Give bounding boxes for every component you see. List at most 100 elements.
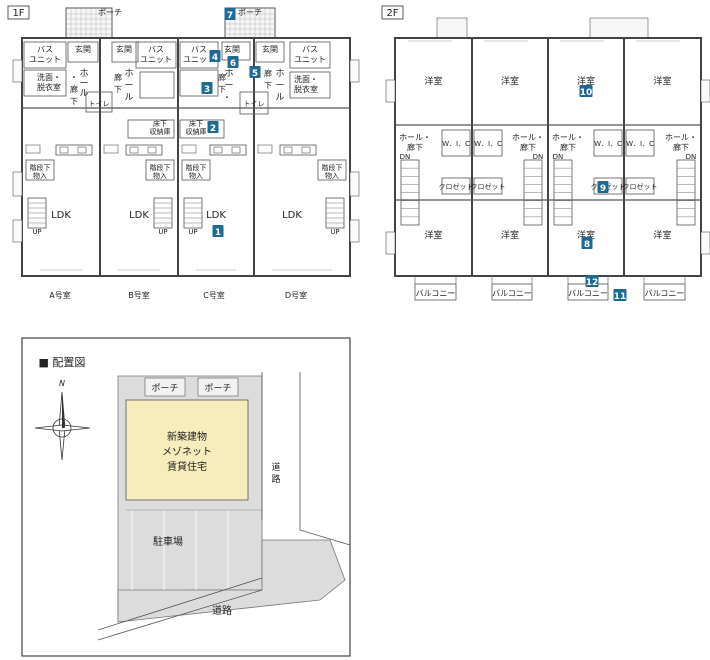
photo-marker-7: 7	[224, 8, 236, 21]
unit-b-rooms: 玄関バスユニット廊下ホール床下収納庫	[111, 41, 177, 139]
stairs-up-label: UP	[158, 228, 167, 236]
kitchen-sink	[283, 146, 293, 154]
marker-box	[212, 225, 224, 237]
marker-box	[224, 8, 236, 20]
closet-label: クロゼット	[471, 182, 506, 191]
wic-room	[593, 129, 623, 157]
hall-label: ・	[70, 73, 78, 82]
stairs-up-label: UP	[330, 228, 339, 236]
western-room-label: 洋室	[653, 75, 671, 87]
under-stairs-storage	[181, 159, 211, 181]
bath-unit	[23, 41, 67, 69]
unit-stairs	[153, 197, 173, 229]
balcony-label: バルコニー	[568, 289, 608, 298]
closet-label: クロゼット	[439, 182, 474, 191]
marker-number: 1	[215, 228, 221, 238]
photo-marker-9: 9	[597, 181, 609, 194]
roof-vent	[436, 17, 468, 39]
side-window	[700, 79, 710, 103]
under-stairs-storage	[317, 159, 347, 181]
under-stairs-label: 物入	[325, 171, 339, 180]
marker-number: 5	[252, 69, 258, 79]
floor-tag-text: 1F	[12, 8, 24, 19]
bath-label: バス	[302, 45, 318, 54]
wic-label: W．I．C	[442, 140, 470, 148]
unit-label: B号室	[128, 290, 150, 300]
porch-label: ポーチ	[238, 8, 262, 17]
photo-marker-3: 3	[201, 82, 213, 95]
side-window	[385, 79, 396, 103]
hall-label: ホール・	[665, 133, 697, 142]
hall-label: ホ	[79, 68, 88, 79]
site-porch	[197, 377, 239, 397]
wic-room	[441, 129, 471, 157]
photo-marker-6: 6	[227, 56, 239, 69]
bath-label: バス	[37, 45, 53, 54]
side-window	[349, 59, 360, 83]
stairs-dn-label: DN	[400, 153, 411, 161]
unit-label: D号室	[285, 290, 307, 300]
new-building	[125, 399, 249, 501]
hall-label: ホール・	[512, 133, 544, 142]
stairs-up-label: UP	[32, 228, 41, 236]
balcony	[414, 283, 457, 301]
site-porch-label: ポーチ	[151, 383, 178, 394]
side-window	[700, 231, 710, 255]
under-floor-label: 床下	[189, 119, 203, 128]
fixture	[181, 144, 197, 154]
hall-label: ホ	[124, 68, 133, 79]
ldk-label: LDK	[129, 210, 149, 221]
unit-a-rooms: バスユニット洗面・脱衣室玄関ホール・廊下トイレ	[23, 41, 113, 113]
photo-marker-12: 12	[585, 275, 599, 288]
balcony-label: バルコニー	[416, 289, 456, 298]
entrance	[255, 41, 285, 63]
photo-marker-2: 2	[207, 121, 219, 134]
wash-label: 脱衣室	[294, 84, 318, 94]
closet-label: クロゼット	[623, 182, 658, 191]
marker-box	[227, 56, 239, 68]
hall-label: ホ	[224, 68, 233, 79]
unit-stairs	[325, 197, 345, 229]
western-room-label: 洋室	[424, 75, 442, 87]
hall-label: 下	[218, 85, 226, 94]
site-porch	[144, 377, 186, 397]
hall-label: 廊下	[560, 142, 576, 152]
hall-label: 廊	[218, 72, 226, 82]
road-label-v: 道	[271, 461, 280, 473]
toilet-room	[85, 91, 113, 113]
toilet-label: トイレ	[89, 100, 110, 108]
kitchen-counter	[125, 144, 163, 156]
side-window	[12, 59, 23, 83]
plan-1f: ポーチポーチLDKUP階段下物入LDKUP階段下物入LDKUP階段下物入LDKU…	[12, 7, 360, 300]
stairs-dn-label: DN	[553, 153, 564, 161]
marker-number: 7	[227, 11, 233, 21]
building-label: メゾネット	[162, 446, 212, 458]
marker-box	[613, 289, 627, 301]
closet	[593, 177, 623, 195]
western-room-label: 洋室	[577, 75, 595, 87]
floor-tag-1f: 1F	[7, 5, 30, 20]
wic-room	[625, 129, 655, 157]
wic-label: W．I．C	[474, 140, 502, 148]
floor-tag-box	[7, 5, 30, 20]
unit2-stairs	[553, 159, 573, 226]
wash-label: 洗面・	[294, 74, 318, 84]
bath-label: バス	[191, 45, 207, 54]
unit-d-rooms: 玄関バスユニット洗面・脱衣室廊下ホール	[255, 41, 331, 103]
wash-room	[139, 71, 175, 99]
entrance	[111, 41, 139, 63]
hall-label: ル	[124, 93, 133, 103]
marker-box	[209, 50, 221, 62]
marker-box	[585, 275, 599, 287]
hall-label: 廊	[70, 84, 78, 94]
floor-tag-2f: 2F	[381, 5, 404, 20]
wic-room	[473, 129, 503, 157]
under-stairs-label: 階段下	[150, 163, 171, 172]
ldk-label: LDK	[206, 210, 226, 221]
unit-stairs	[183, 197, 203, 229]
marker-number: 2	[210, 124, 216, 134]
